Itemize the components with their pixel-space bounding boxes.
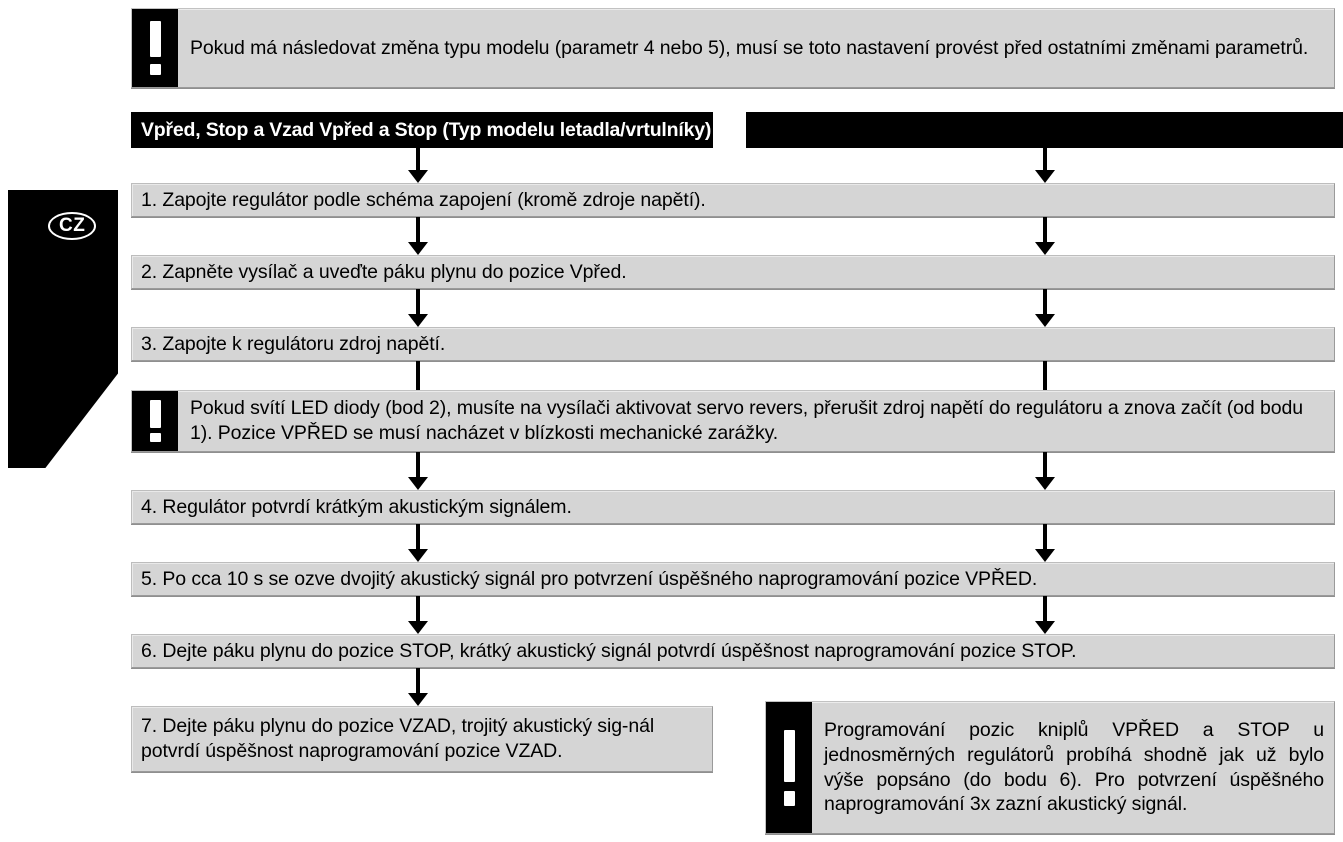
step-4-text: 4. Regulátor potvrdí krátkým akustickým … <box>141 495 572 518</box>
warning-middle-paragraph: Pokud svítí LED diody (bod 2), musíte na… <box>190 397 1303 444</box>
step-2-text: 2. Zapněte vysílač a uveďte páku plynu d… <box>141 260 627 283</box>
connector-arrow <box>1035 524 1055 562</box>
warning-box-bottom: Programování pozic kniplů VPŘED a STOP u… <box>765 701 1335 834</box>
connector-arrow <box>408 452 428 490</box>
step-box-5: 5. Po cca 10 s se ozve dvojitý akustický… <box>131 562 1335 596</box>
connector-arrow <box>1035 452 1055 490</box>
cz-badge: CZ <box>48 212 97 240</box>
step-3-text: 3. Zapojte k regulátoru zdroj napětí. <box>141 332 446 355</box>
step-box-7: 7. Dejte páku plynu do pozice VZAD, troj… <box>131 706 713 772</box>
connector-line <box>416 361 420 390</box>
step-box-1: 1. Zapojte regulátor podle schéma zapoje… <box>131 183 1335 217</box>
connector-arrow <box>1035 289 1055 327</box>
connector-arrow <box>1035 596 1055 634</box>
connector-arrow <box>408 289 428 327</box>
step-5-text: 5. Po cca 10 s se ozve dvojitý akustický… <box>141 567 1038 590</box>
connector-arrow <box>1035 217 1055 255</box>
exclamation-mark-icon <box>132 9 178 87</box>
connector-arrow <box>408 596 428 634</box>
warning-box-bottom-text: Programování pozic kniplů VPŘED a STOP u… <box>812 702 1334 833</box>
warning-box-top: Pokud má následovat změna typu modelu (p… <box>131 8 1335 88</box>
warning-box-middle: Pokud svítí LED diody (bod 2), musíte na… <box>131 390 1335 452</box>
warning-box-middle-text: Pokud svítí LED diody (bod 2), musíte na… <box>178 391 1334 451</box>
step-box-6: 6. Dejte páku plynu do pozice STOP, krát… <box>131 634 1335 668</box>
connector-arrow <box>408 217 428 255</box>
connector-arrow <box>408 524 428 562</box>
warning-top-paragraph: Pokud má následovat změna typu modelu (p… <box>190 36 1309 59</box>
step-1-text: 1. Zapojte regulátor podle schéma zapoje… <box>141 188 706 211</box>
connector-arrow <box>408 148 428 183</box>
connector-arrow <box>1035 148 1055 183</box>
exclamation-mark-icon <box>132 391 178 451</box>
step-6-text: 6. Dejte páku plynu do pozice STOP, krát… <box>141 639 1077 662</box>
connector-arrow <box>408 668 428 706</box>
warning-box-top-text: Pokud má následovat změna typu modelu (p… <box>178 9 1334 87</box>
title-bar-occlusion <box>713 110 746 150</box>
warning-bottom-paragraph: Programování pozic kniplů VPŘED a STOP u… <box>824 718 1324 816</box>
step-box-3: 3. Zapojte k regulátoru zdroj napětí. <box>131 327 1335 361</box>
step-box-2: 2. Zapněte vysílač a uveďte páku plynu d… <box>131 255 1335 289</box>
step-box-4: 4. Regulátor potvrdí krátkým akustickým … <box>131 490 1335 524</box>
exclamation-mark-icon <box>766 702 812 833</box>
section-title-text: Vpřed, Stop a Vzad Vpřed a Stop (Typ mod… <box>141 118 712 141</box>
step-7-text: 7. Dejte páku plynu do pozice VZAD, troj… <box>141 714 655 762</box>
connector-line <box>1043 361 1047 390</box>
